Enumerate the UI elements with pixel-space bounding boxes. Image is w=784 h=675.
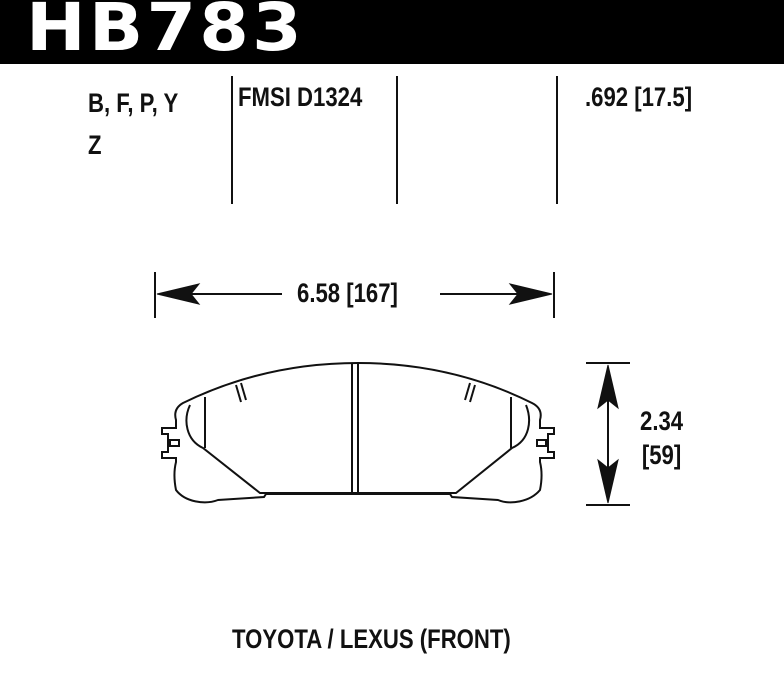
divider-3 bbox=[556, 76, 558, 204]
compound-codes: B, F, P, Y Z bbox=[88, 82, 178, 166]
pad-outline bbox=[161, 361, 555, 504]
height-dimension-line bbox=[586, 362, 630, 506]
divider-1 bbox=[231, 76, 233, 204]
compound-codes-line2: Z bbox=[88, 130, 102, 160]
part-number-title: HB783 bbox=[26, 0, 305, 66]
width-dimension-line bbox=[154, 272, 555, 318]
compound-codes-line1: B, F, P, Y bbox=[88, 88, 179, 118]
divider-2 bbox=[396, 76, 398, 204]
application-label: TOYOTA / LEXUS (FRONT) bbox=[232, 624, 511, 654]
width-dimension-label: 6.58 [167] bbox=[297, 278, 398, 308]
header-bar: HB783 bbox=[0, 0, 784, 66]
height-dimension-label: 2.34 [59] bbox=[640, 404, 683, 472]
height-inches: 2.34 bbox=[640, 406, 684, 436]
height-mm: [59] bbox=[641, 440, 682, 470]
thickness-value: .692 [17.5] bbox=[585, 82, 693, 112]
fmsi-number: FMSI D1324 bbox=[238, 82, 363, 112]
